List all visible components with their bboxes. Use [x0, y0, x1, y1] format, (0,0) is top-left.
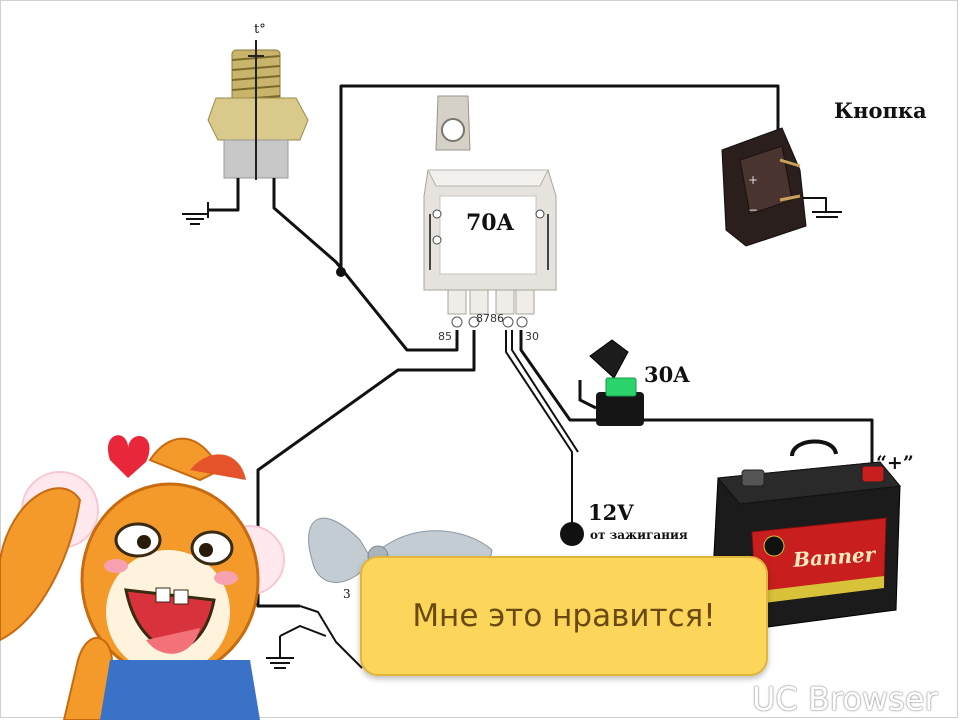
- ground-symbol-sensor: [182, 202, 209, 225]
- ground-symbol-fan: [266, 636, 294, 669]
- temperature-sensor-label: t°: [254, 22, 266, 37]
- like-bubble-text: Мне это нравится!: [412, 598, 716, 634]
- wire-button-ground: [796, 197, 827, 212]
- wire-sensor-to-relay-85: [272, 190, 459, 352]
- wire-relay-30-to-fuse: [519, 330, 596, 422]
- ignition-terminal: [560, 522, 584, 546]
- wire-relay-87-to-fan: [256, 330, 476, 608]
- wire-sensor-ground: [208, 190, 240, 212]
- battery-plus-label: “+”: [876, 452, 914, 474]
- fuse-rating-label: 30A: [644, 362, 690, 387]
- relay-rating-label: 70A: [466, 210, 514, 236]
- svg-text:−: −: [748, 203, 758, 217]
- wire-relay-86-to-ignition: [505, 330, 573, 530]
- fan-wire-label: 3: [343, 587, 351, 601]
- wires: [208, 84, 874, 669]
- supply-voltage-label: 12V: [588, 500, 634, 525]
- supply-source-label: от зажигания: [590, 528, 688, 542]
- wire-junction-to-button: [339, 84, 780, 272]
- wire-relay-86-b: [511, 330, 579, 453]
- browser-watermark: UC Browser: [752, 680, 938, 718]
- wire-fan-to-ground-b: [279, 625, 327, 637]
- like-speech-bubble: Мне это нравится!: [360, 556, 768, 676]
- fuse-holder: [578, 339, 644, 426]
- ground-symbol-button: [812, 211, 842, 218]
- relay-pin-30-label: 30: [525, 330, 539, 343]
- wire-fan-to-ground: [299, 605, 363, 669]
- relay-pin-85-label: 85: [438, 330, 452, 343]
- mascot-squirrel: [0, 435, 285, 720]
- temperature-sensor: [207, 40, 309, 190]
- relay: [423, 95, 557, 328]
- button-switch: + −: [721, 127, 807, 247]
- wire-fuse-to-battery: [640, 418, 874, 478]
- relay-pin-87-86-label: 8786: [476, 312, 504, 325]
- svg-text:+: +: [748, 173, 758, 187]
- button-label: Кнопка: [834, 98, 927, 123]
- wire-junction-dot: [336, 267, 346, 277]
